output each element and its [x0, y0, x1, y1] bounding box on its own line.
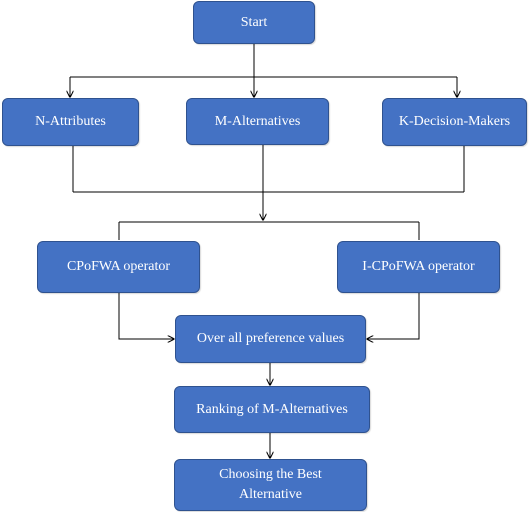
- connector-i-cpofwa-to-overall: [367, 293, 420, 339]
- overall-preference-node: Over all preference values: [175, 315, 366, 363]
- start-node: Start: [193, 1, 315, 44]
- connector-cpofwa-to-overall: [118, 293, 174, 339]
- ranking-node: Ranking of M-Alternatives: [174, 386, 370, 433]
- cpofwa-operator-node: CPoFWA operator: [37, 241, 200, 293]
- i-cpofwa-operator-node: I-CPoFWA operator: [337, 241, 500, 293]
- n-attributes-node: N-Attributes: [2, 98, 139, 146]
- choosing-best-alternative-node: Choosing the Best Alternative: [174, 459, 367, 511]
- k-decision-makers-node: K-Decision-Makers: [382, 98, 527, 146]
- m-alternatives-node: M-Alternatives: [186, 98, 329, 145]
